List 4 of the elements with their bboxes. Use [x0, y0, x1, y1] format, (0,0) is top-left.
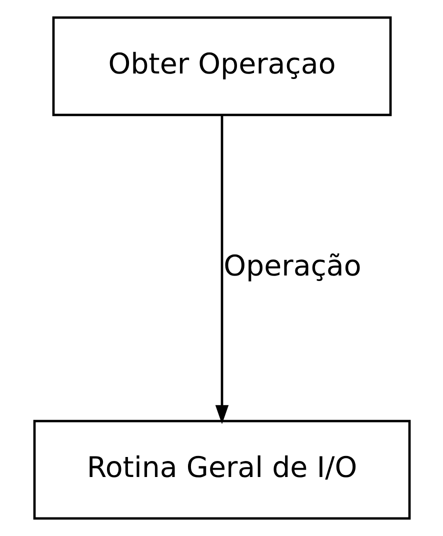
node-box: Obter Operaçao [52, 16, 392, 116]
arrow [214, 115, 228, 424]
node-box: Rotina Geral de I/O [32, 420, 410, 520]
edge-label: Operação [223, 249, 361, 282]
